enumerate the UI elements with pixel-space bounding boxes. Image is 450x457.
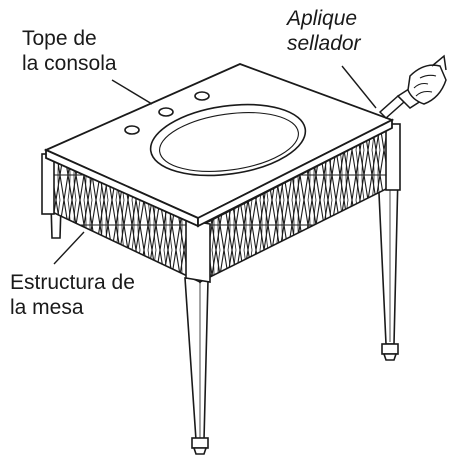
table-legs [49, 169, 399, 455]
console-top-label: Tope de la consola [22, 26, 117, 76]
sealant-label-line-1: Aplique [287, 7, 358, 30]
sealant-label: Aplique sellador [287, 6, 361, 56]
leader-sealant [341, 65, 377, 109]
table-apron [41, 123, 401, 284]
sealant-label-line-2: sellador [287, 32, 361, 55]
leader-console-top [111, 79, 153, 105]
faucet-hole-icon [124, 125, 140, 135]
console-top-label-line-2: la consola [22, 52, 117, 75]
table-frame-label: Estructura de la mesa [10, 270, 135, 320]
faucet-hole-icon [194, 91, 210, 101]
top-edge-right [197, 118, 393, 228]
front-left-leg [184, 277, 209, 455]
caulk-gun-hand-icon [378, 54, 447, 120]
leader-table-frame [53, 231, 85, 265]
leader-lines [53, 65, 377, 265]
table-frame-label-line-2: la mesa [10, 296, 84, 319]
front-right-leg [377, 171, 399, 361]
table-frame-label-line-1: Estructura de [10, 271, 135, 294]
console-top-label-line-1: Tope de [22, 27, 97, 50]
basin-inner-rim [159, 112, 299, 172]
faucet-hole-icon [158, 107, 174, 117]
corner-post-left [41, 153, 55, 215]
sink-fixtures [124, 91, 307, 177]
corner-post-front [185, 219, 211, 283]
corner-post-right [385, 123, 401, 191]
